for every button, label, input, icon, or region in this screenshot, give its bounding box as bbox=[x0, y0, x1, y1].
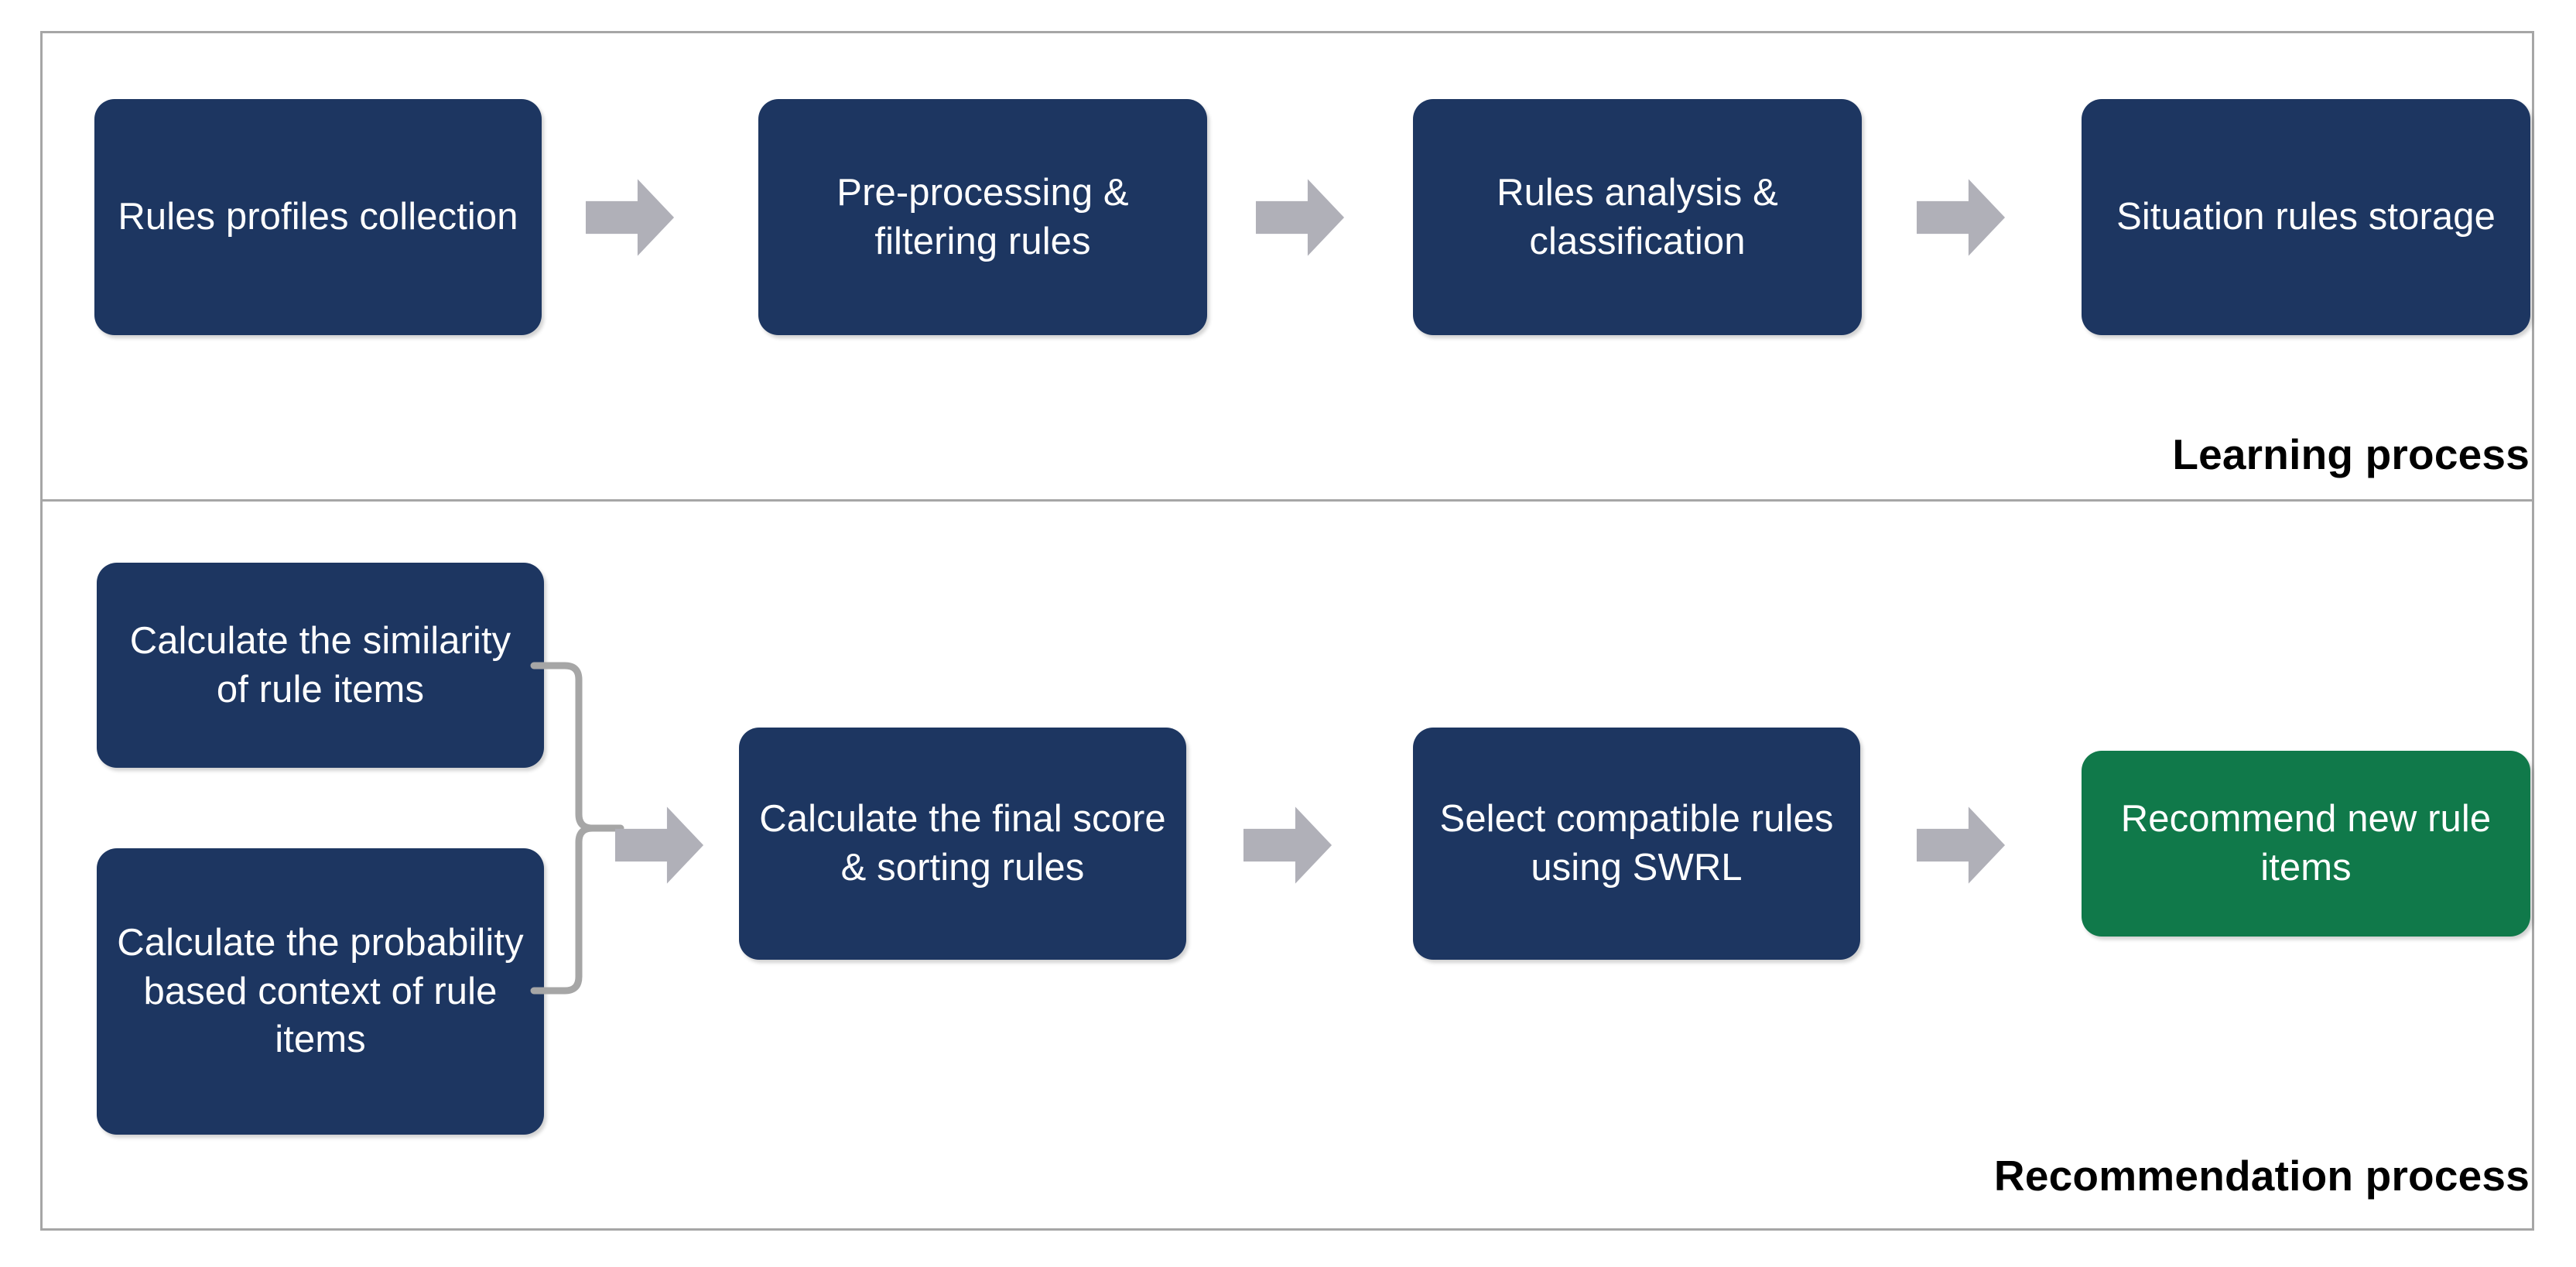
node-select-compatible-rules-swrl[interactable]: Select compatible rules using SWRL bbox=[1413, 728, 1860, 960]
node-label: Rules profiles collection bbox=[118, 196, 518, 238]
arrow-right-icon bbox=[1252, 170, 1348, 265]
node-rules-analysis-classification[interactable]: Rules analysis & classification bbox=[1413, 99, 1862, 335]
node-recommend-new-rule-items[interactable]: Recommend new rule items bbox=[2082, 751, 2530, 937]
arrow-right-icon bbox=[582, 170, 678, 265]
recommendation-process-caption: Recommendation process bbox=[1993, 1152, 2530, 1200]
node-label: Select compatible rules using SWRL bbox=[1439, 798, 1834, 889]
node-label: Calculate the final score & sorting rule… bbox=[759, 798, 1166, 889]
node-label: Pre-processing & filtering rules bbox=[836, 171, 1129, 262]
arrow-right-icon bbox=[1240, 797, 1336, 893]
learning-process-caption: Learning process bbox=[2172, 430, 2530, 478]
node-situation-rules-storage[interactable]: Situation rules storage bbox=[2082, 99, 2530, 335]
node-label: Recommend new rule items bbox=[2120, 798, 2492, 889]
node-label: Calculate the similarity of rule items bbox=[129, 619, 511, 711]
arrow-right-icon bbox=[1913, 170, 2009, 265]
node-label: Rules analysis & classification bbox=[1497, 171, 1778, 262]
node-preprocessing-filtering-rules[interactable]: Pre-processing & filtering rules bbox=[758, 99, 1207, 335]
node-calculate-final-score-sorting-rules[interactable]: Calculate the final score & sorting rule… bbox=[739, 728, 1186, 960]
arrow-right-icon bbox=[1913, 797, 2009, 893]
node-label: Situation rules storage bbox=[2116, 196, 2496, 238]
merge-bracket-connector bbox=[530, 642, 635, 1014]
node-calculate-probability-context-rule-items[interactable]: Calculate the probability based context … bbox=[97, 848, 544, 1135]
node-label: Calculate the probability based context … bbox=[117, 921, 524, 1061]
arrow-right-icon bbox=[611, 797, 707, 893]
node-calculate-similarity-rule-items[interactable]: Calculate the similarity of rule items bbox=[97, 563, 544, 768]
node-rules-profiles-collection[interactable]: Rules profiles collection bbox=[94, 99, 542, 335]
